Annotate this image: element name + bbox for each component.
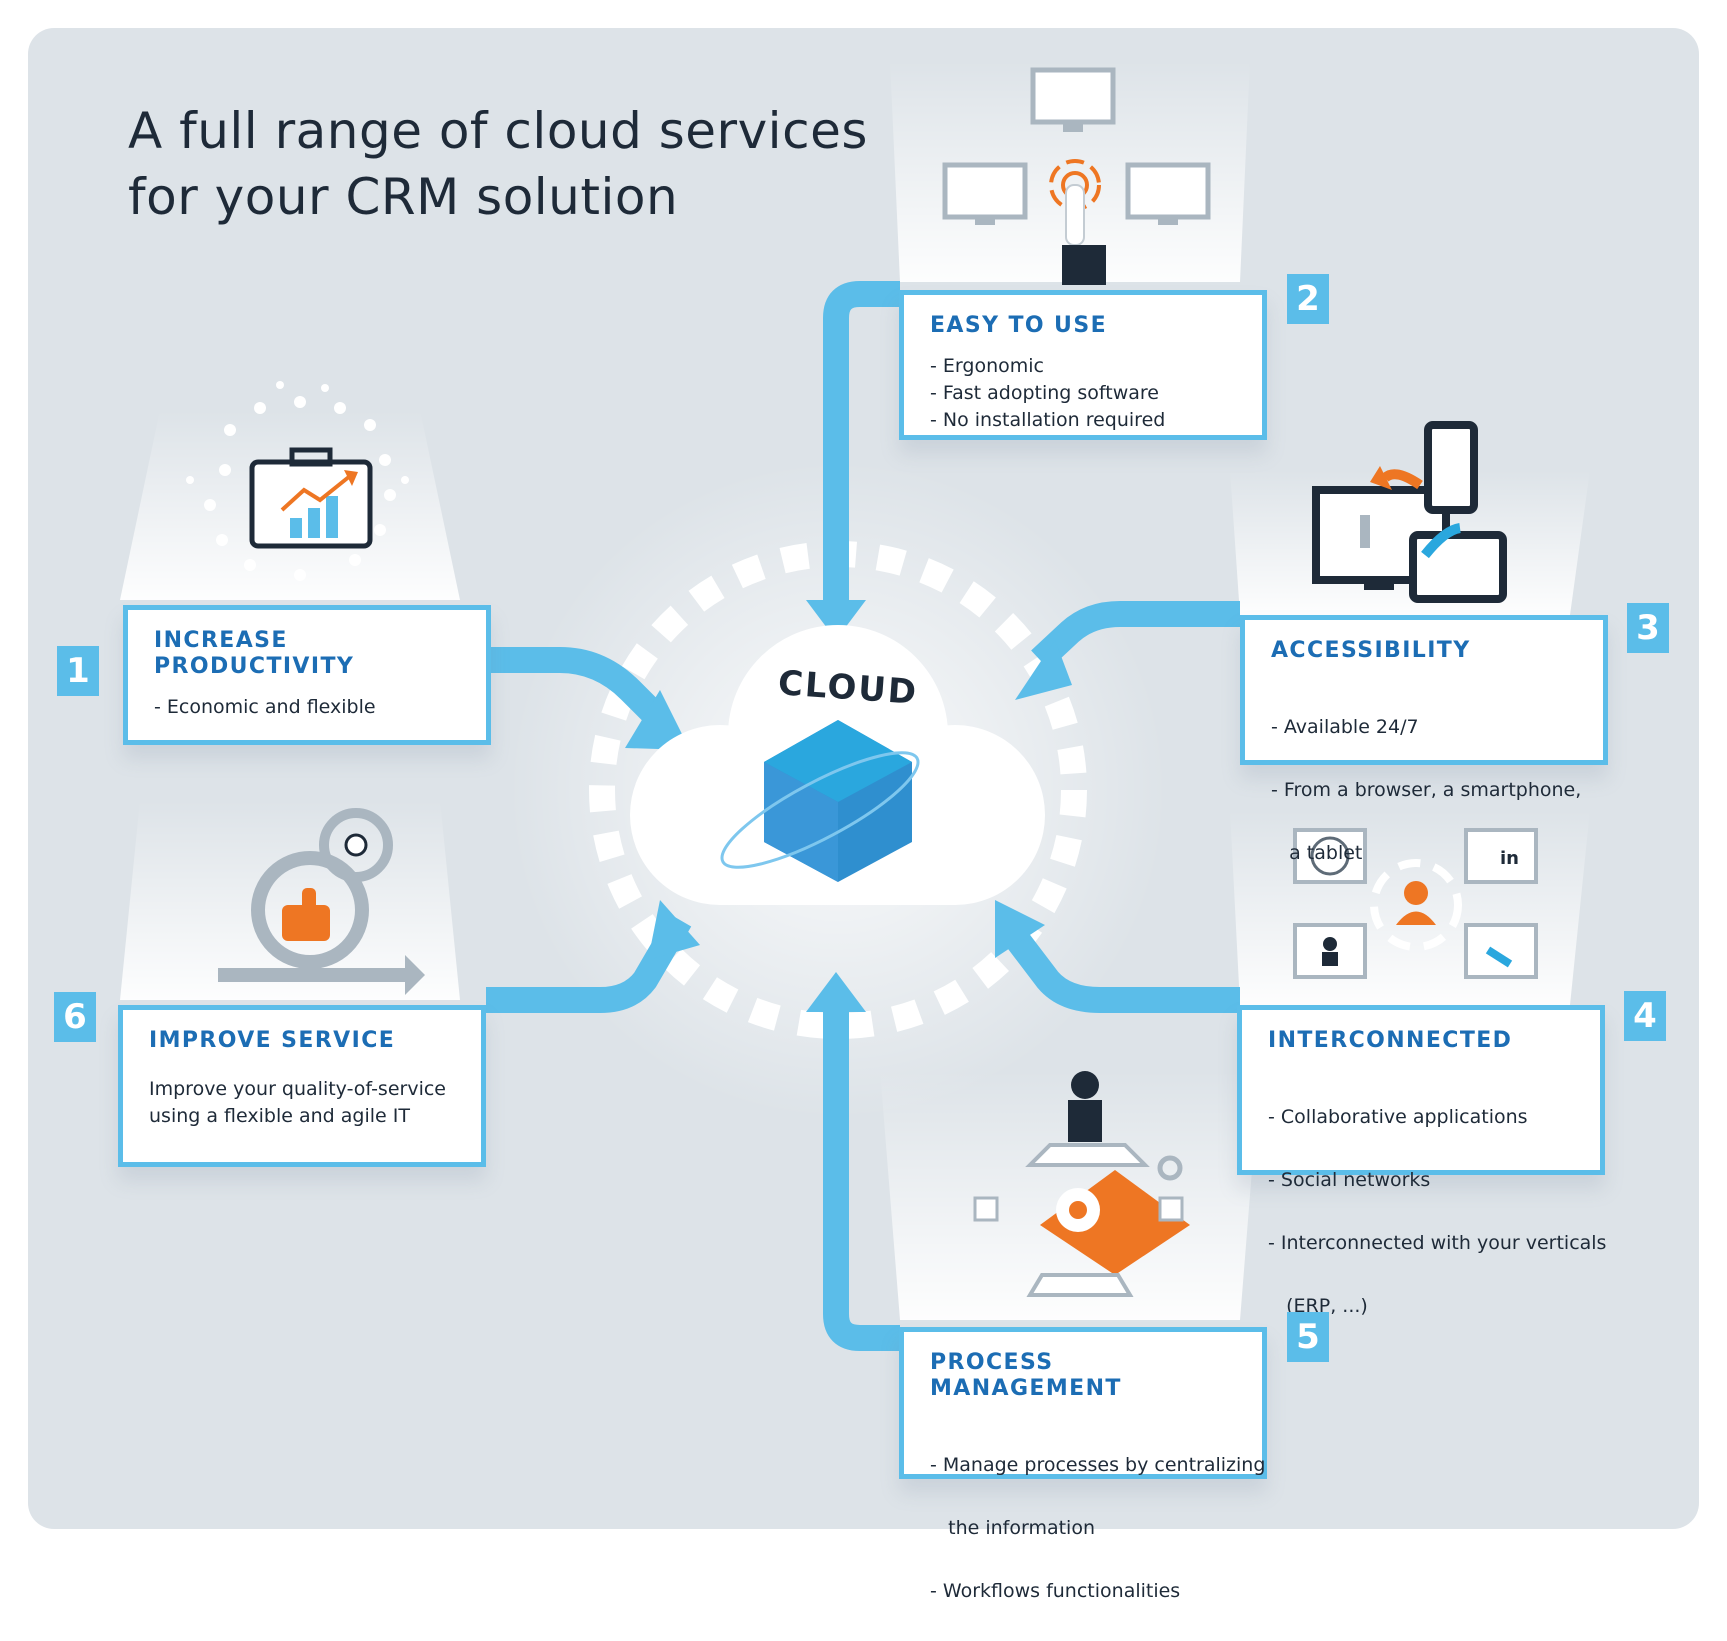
page-title: A full range of cloud services for your … <box>128 98 868 230</box>
beam-2 <box>890 60 1250 282</box>
card-4-item-1: - Collaborative applications <box>1268 1106 1528 1128</box>
card-5-item-3: - Workflows functionalities <box>930 1580 1181 1602</box>
card-1-item-1: - Economic and flexible <box>154 696 376 718</box>
card-4-heading: INTERCONNECTED <box>1268 1028 1513 1053</box>
card-3-heading: ACCESSIBILITY <box>1271 638 1471 663</box>
card-3-list: - Available 24/7 - From a browser, a sma… <box>1271 678 1582 903</box>
card-3-item-3: a tablet <box>1271 842 1363 864</box>
multi-device-sync-icon <box>1312 421 1507 603</box>
cloud-cube-icon <box>720 720 920 882</box>
svg-text:in: in <box>1500 848 1519 869</box>
card-6-heading: IMPROVE SERVICE <box>149 1028 396 1053</box>
process-gear-icon <box>973 1071 1190 1297</box>
thumbs-up-cycle-icon <box>218 808 425 995</box>
infographic: A full range of cloud services for your … <box>28 28 1699 1602</box>
card-6-description-line-1: Improve your quality-of-service <box>149 1078 446 1100</box>
card-1-heading-line-1: INCREASE <box>154 628 288 653</box>
briefcase-growth-icon <box>186 381 409 581</box>
card-2-item-2: - Fast adopting software <box>930 382 1159 404</box>
card-2-item-3: - No installation required <box>930 409 1166 431</box>
card-interconnected: INTERCONNECTED - Collaborative applicati… <box>1237 1005 1606 1317</box>
card-accessibility: ACCESSIBILITY - Available 24/7 - From a … <box>1240 615 1608 864</box>
badge-6: 6 <box>54 992 96 1042</box>
card-5-item-1: - Manage processes by centralizing <box>930 1454 1266 1476</box>
card-1-heading: INCREASE PRODUCTIVITY <box>154 628 460 680</box>
card-increase-productivity: INCREASE PRODUCTIVITY - Economic and fle… <box>123 605 491 745</box>
card-easy-to-use: EASY TO USE - Ergonomic - Fast adopting … <box>899 290 1267 440</box>
card-4-item-4: (ERP, ...) <box>1268 1295 1368 1317</box>
card-2-heading: EASY TO USE <box>930 313 1107 338</box>
badge-1: 1 <box>57 646 99 696</box>
card-improve-service: IMPROVE SERVICE Improve your quality-of-… <box>118 1005 486 1167</box>
badge-5: 5 <box>1287 1312 1329 1362</box>
card-3-item-1: - Available 24/7 <box>1271 716 1419 738</box>
card-5-item-2: the information <box>930 1517 1095 1539</box>
badge-3: 3 <box>1627 603 1669 653</box>
touch-screens-icon <box>942 67 1211 285</box>
title-line-1: A full range of cloud services <box>128 102 868 160</box>
card-process-management: PROCESS MANAGEMENT - Manage processes by… <box>899 1327 1267 1602</box>
network-user-icon: in <box>1293 828 1538 979</box>
card-1-list: - Economic and flexible <box>154 694 460 721</box>
badge-4: 4 <box>1624 991 1666 1041</box>
card-5-heading: PROCESS MANAGEMENT <box>930 1350 1122 1401</box>
beam-6 <box>120 800 460 1000</box>
card-4-item-3: - Interconnected with your verticals <box>1268 1232 1607 1254</box>
card-5-list: - Manage processes by centralizing the i… <box>930 1416 1266 1641</box>
card-4-item-2: - Social networks <box>1268 1169 1431 1191</box>
card-6-description-line-2: using a flexible and agile IT <box>149 1105 410 1127</box>
connector-arrows <box>486 281 1240 1351</box>
title-line-2: for your CRM solution <box>128 168 679 226</box>
card-4-list: - Collaborative applications - Social ne… <box>1268 1068 1607 1356</box>
card-2-list: - Ergonomic - Fast adopting software - N… <box>930 353 1236 434</box>
card-3-item-2: - From a browser, a smartphone, <box>1271 779 1582 801</box>
diagram-graphics: in <box>120 60 1590 1351</box>
badge-2: 2 <box>1287 274 1329 324</box>
card-2-item-1: - Ergonomic <box>930 355 1044 377</box>
arrow-heads <box>625 600 1072 1012</box>
card-1-heading-line-2: PRODUCTIVITY <box>154 654 355 679</box>
